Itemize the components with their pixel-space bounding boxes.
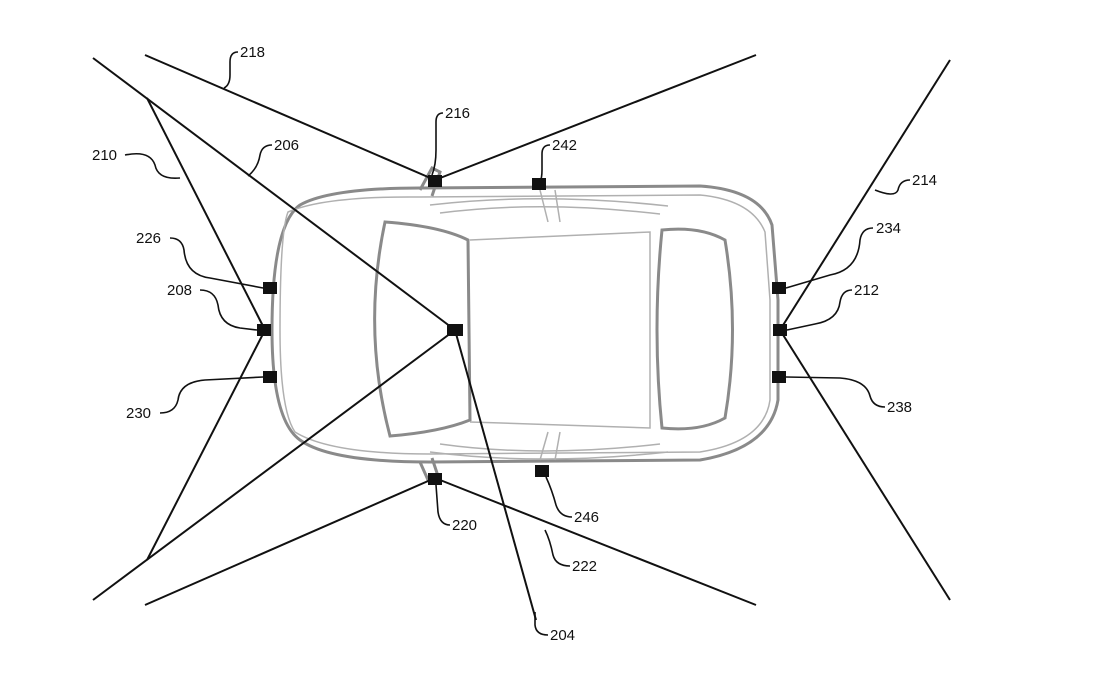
label-226: 226	[136, 230, 161, 247]
label-210: 210	[92, 147, 117, 164]
label-208: 208	[167, 282, 192, 299]
label-242: 242	[552, 137, 577, 154]
sensor-246	[535, 465, 549, 477]
field-of-view-lines	[93, 55, 950, 620]
label-212: 212	[854, 282, 879, 299]
label-206: 206	[274, 137, 299, 154]
label-220: 220	[452, 517, 477, 534]
label-216: 216	[445, 105, 470, 122]
sensor-204	[447, 324, 463, 336]
rear-window	[657, 229, 733, 429]
label-238: 238	[887, 399, 912, 416]
roof	[470, 232, 650, 428]
sensor-216	[428, 175, 442, 187]
label-234: 234	[876, 220, 901, 237]
label-222: 222	[572, 558, 597, 575]
reference-numerals: 218 216 242 206 210 226 208 230 214 234 …	[92, 44, 937, 644]
sensor-230	[263, 371, 277, 383]
sensor-208	[257, 324, 271, 336]
sensors	[257, 175, 787, 485]
sensor-226	[263, 282, 277, 294]
label-246: 246	[574, 509, 599, 526]
sensor-242	[532, 178, 546, 190]
label-230: 230	[126, 405, 151, 422]
sensor-234	[772, 282, 786, 294]
leader-lines	[125, 52, 910, 635]
label-218: 218	[240, 44, 265, 61]
sensor-238	[772, 371, 786, 383]
sensor-212	[773, 324, 787, 336]
sensor-220	[428, 473, 442, 485]
vehicle-outline	[272, 168, 778, 480]
label-214: 214	[912, 172, 937, 189]
label-204: 204	[550, 627, 575, 644]
